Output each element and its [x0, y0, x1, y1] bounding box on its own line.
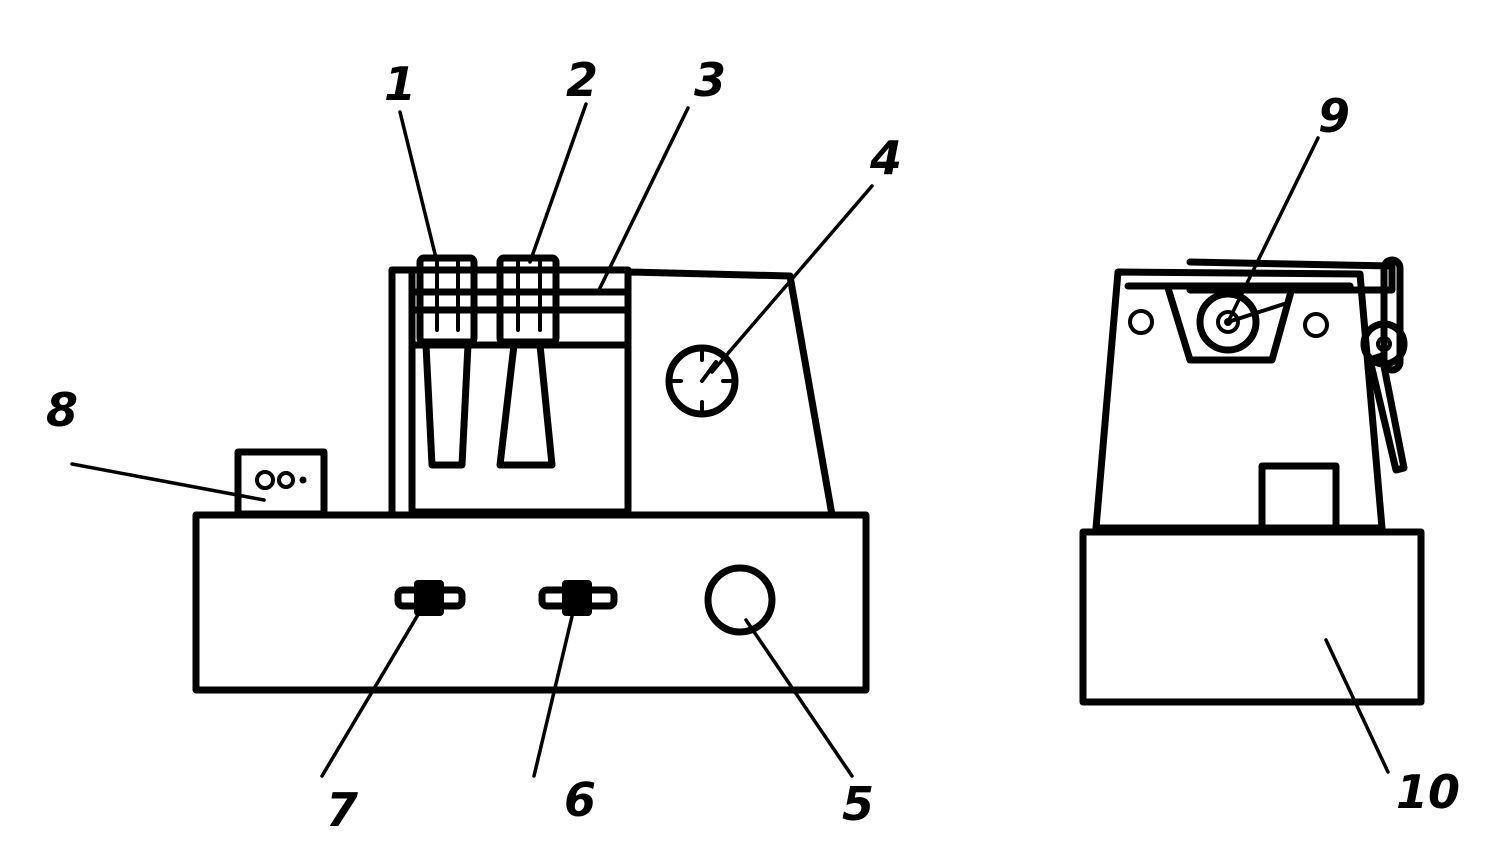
switch-6 — [538, 580, 618, 616]
round-button — [704, 564, 776, 636]
callout-10: 10 — [1396, 765, 1460, 819]
leader-3 — [596, 106, 690, 294]
side-hole-left — [1128, 309, 1154, 335]
leader-10 — [1324, 638, 1390, 774]
callout-6: 6 — [564, 773, 596, 827]
callout-9: 9 — [1318, 89, 1350, 143]
callout-labels: 1 2 3 4 8 7 6 5 9 10 — [46, 53, 1460, 837]
leader-9 — [1226, 136, 1320, 324]
callout-8: 8 — [46, 383, 78, 437]
callout-2: 2 — [566, 53, 598, 107]
leader-8 — [70, 462, 266, 502]
headstock-housing — [624, 268, 836, 519]
side-rear-block — [1258, 462, 1340, 534]
side-hole-right — [1303, 312, 1329, 338]
switch-7 — [394, 580, 466, 616]
instrument-box — [234, 448, 328, 518]
callout-5: 5 — [842, 777, 874, 831]
callout-1: 1 — [384, 57, 416, 111]
leader-4 — [710, 184, 874, 374]
front-view — [192, 254, 870, 694]
leader-2 — [528, 102, 588, 264]
side-handle — [1360, 256, 1408, 474]
side-view — [1079, 256, 1425, 706]
leader-1 — [398, 110, 438, 260]
callout-4: 4 — [869, 131, 902, 185]
tool-holder-2 — [496, 254, 560, 469]
dial-gauge — [665, 344, 739, 418]
v-notch-yoke — [1164, 284, 1296, 364]
callout-7: 7 — [326, 783, 358, 837]
leader-5 — [744, 618, 854, 778]
side-base — [1079, 528, 1425, 706]
tool-holder-1 — [416, 254, 478, 469]
leader-lines — [70, 102, 1390, 778]
leader-6 — [532, 606, 576, 778]
leader-7 — [320, 606, 424, 778]
callout-3: 3 — [694, 53, 726, 107]
side-body — [1092, 268, 1386, 532]
pulley — [1196, 290, 1286, 354]
front-base-cabinet — [192, 511, 870, 694]
